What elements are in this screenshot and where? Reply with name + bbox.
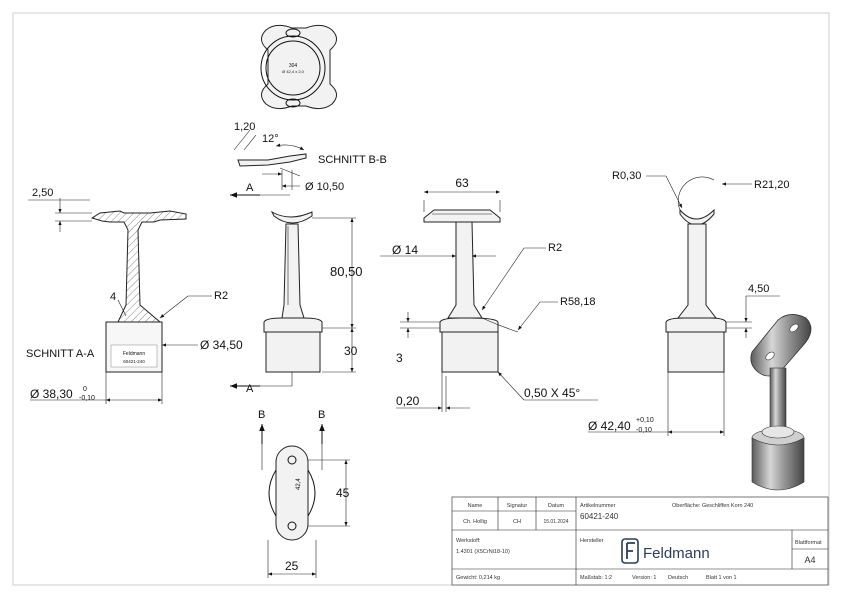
tb-artikel: 60421-240 (580, 512, 619, 521)
sheet-border (12, 12, 830, 586)
dim-angle: 12° (262, 133, 279, 145)
dim-large-radius: R58,18 (560, 296, 595, 308)
feldmann-logo: Feldmann (621, 538, 710, 564)
dim-inner-diameter: Ø 34,50 (200, 338, 243, 352)
top-stamp-line1: 304 (289, 63, 298, 69)
dim-r-large: R21,20 (754, 179, 789, 191)
top-view: 304 Ø 42,4 x 2,0 (260, 24, 337, 110)
tb-version: Version: 1 (632, 575, 656, 581)
dim-top-thickness: 2,50 (32, 187, 53, 199)
dim-r-small: R0,30 (612, 170, 641, 182)
tb-werkstoff-label: Werkstoff: (456, 538, 481, 544)
tb-sprache: Deutsch (668, 575, 688, 581)
dim-saddle-width: 25 (285, 559, 299, 573)
tol-upper-a: 0 (83, 386, 87, 393)
tb-blattformat: A4 (804, 555, 815, 565)
dim-pin-diameter: Ø 10,50 (305, 181, 344, 193)
dim-diameter-right: Ø 42,40 (588, 419, 631, 433)
dim-flange: 4,50 (748, 283, 769, 295)
dim-stem: Ø 14 (392, 243, 418, 257)
label-a-bottom: A (246, 383, 254, 395)
section-b-detail: 1,20 12° SCHNITT B-B Ø 10,50 (233, 121, 387, 193)
top-stamp-line2: Ø 42,4 x 2,0 (282, 69, 305, 74)
front-view: A A 80,50 30 (230, 182, 363, 395)
dim-base: 30 (344, 344, 358, 358)
isometric-render (750, 314, 812, 491)
tb-name: Ch. Hollig (463, 519, 487, 525)
tb-massstab: Maßstab: 1:2 (580, 575, 612, 581)
stamp-brand: Feldmann (123, 351, 145, 357)
label-b-left: B (258, 409, 265, 421)
dim-height: 80,50 (330, 264, 363, 279)
saddle-view: 42,4 B B 45 25 (258, 409, 350, 578)
side-view: 63 Ø 14 R2 R58,18 3 0,20 0,50 X 45° (380, 176, 598, 412)
tb-col-name: Name (468, 503, 483, 509)
tol-upper-right: +0,10 (636, 417, 654, 424)
tol-lower-right: -0,10 (636, 427, 652, 434)
stamp-number: 60421-240 (123, 359, 145, 364)
section-b-title: SCHNITT B-B (318, 154, 387, 166)
tol-lower-a: -0,10 (79, 395, 95, 402)
tb-oberflaeche: Oberfläche: Geschliffen Korn 240 (672, 503, 753, 509)
dim-outer-diameter: Ø 38,30 (30, 387, 73, 401)
dim-thickness: 1,20 (234, 121, 255, 133)
tb-datum: 15.01.2024 (543, 519, 568, 525)
label-a-top: A (246, 182, 254, 194)
dim-wall: 4 (110, 291, 116, 303)
tb-werkstoff: 1.4301 (X5CrNi18-10) (456, 549, 510, 555)
right-view: R0,30 R21,20 4,50 Ø 42,40 +0,10 -0,10 (588, 170, 789, 436)
tb-hersteller-label: Hersteller (580, 538, 604, 544)
dim-saddle-length: 45 (336, 486, 350, 500)
label-b-right: B (318, 409, 325, 421)
dim-width: 63 (455, 176, 469, 190)
saddle-stamp: 42,4 (296, 478, 302, 490)
dim-chamfer-width: 0,20 (396, 394, 420, 408)
section-a-title: SCHNITT A-A (26, 348, 95, 360)
title-block: Name Signatur Datum Ch. Hollig CH 15.01.… (451, 496, 829, 586)
tb-blatt: Blatt 1 von 1 (706, 575, 737, 581)
dim-step: 3 (396, 351, 403, 365)
tb-gewicht: Gewicht: 0,214 kg (456, 575, 500, 581)
section-a-view: Feldmann 60421-240 2,50 4 R2 Ø 34,50 SCH… (26, 187, 243, 404)
dim-radius-side: R2 (548, 242, 562, 254)
tb-col-datum: Datum (548, 503, 565, 509)
tb-col-signatur: Signatur (507, 503, 528, 509)
tb-artikel-label: Artikelnummer (580, 503, 616, 509)
company-name: Feldmann (643, 545, 710, 562)
tb-signatur: CH (513, 519, 521, 525)
dim-chamfer: 0,50 X 45° (524, 386, 580, 400)
tb-blattformat-label: Blattformat (795, 540, 822, 546)
dim-radius-a: R2 (214, 290, 228, 302)
